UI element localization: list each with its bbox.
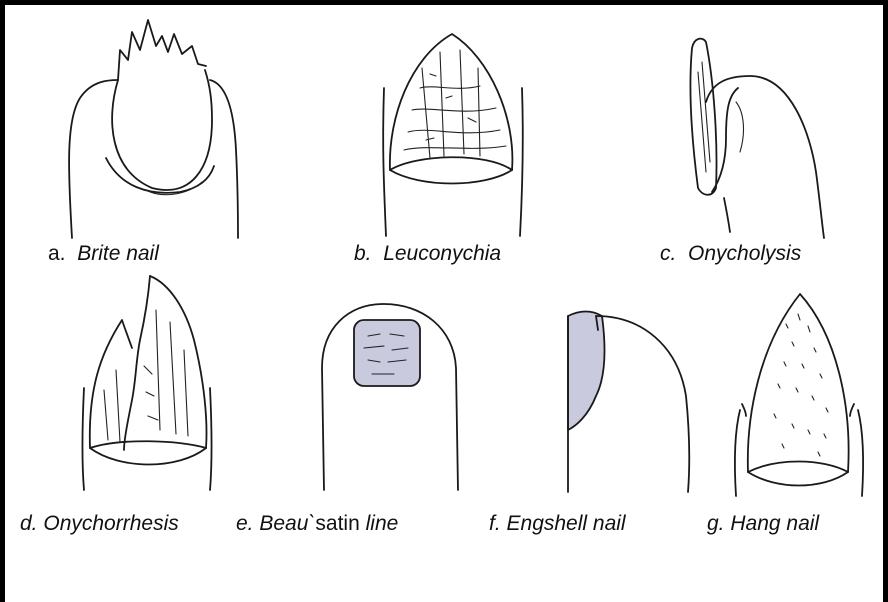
leuconychia-drawing <box>360 28 550 238</box>
caption-g-name: Hang nail <box>730 512 819 535</box>
beau-satin-line-drawing <box>318 298 468 490</box>
caption-d: d. Onychorrhesis <box>20 512 179 536</box>
caption-b-name: Leuconychia <box>383 242 501 265</box>
caption-b: b. Leuconychia <box>354 242 501 266</box>
caption-c-name: Onycholysis <box>688 242 801 265</box>
hang-nail-drawing <box>726 284 886 496</box>
caption-e-name-pre: Beau` <box>259 512 315 535</box>
caption-d-name: Onychorrhesis <box>43 512 178 535</box>
caption-c: c. Onycholysis <box>660 242 801 266</box>
caption-a-letter: a. <box>48 242 66 265</box>
brite-nail-drawing <box>40 10 260 240</box>
engshell-nail-drawing <box>562 306 702 492</box>
caption-a: a. Brite nail <box>48 242 159 266</box>
caption-b-letter: b. <box>354 242 372 265</box>
caption-e-name-mid: satin <box>315 512 359 535</box>
caption-g-letter: g. <box>707 512 725 535</box>
caption-f-name: Engshell nail <box>507 512 626 535</box>
caption-e-name-post: line <box>366 512 399 535</box>
onychorrhesis-drawing <box>60 270 240 492</box>
caption-c-letter: c. <box>660 242 676 265</box>
caption-g: g. Hang nail <box>707 512 819 536</box>
caption-f-letter: f. <box>489 512 501 535</box>
caption-d-letter: d. <box>20 512 38 535</box>
onycholysis-drawing <box>668 12 848 240</box>
caption-a-name: Brite nail <box>77 242 159 265</box>
caption-f: f. Engshell nail <box>489 512 626 536</box>
caption-e-letter: e. <box>236 512 254 535</box>
caption-e: e. Beau`satin line <box>236 512 398 536</box>
